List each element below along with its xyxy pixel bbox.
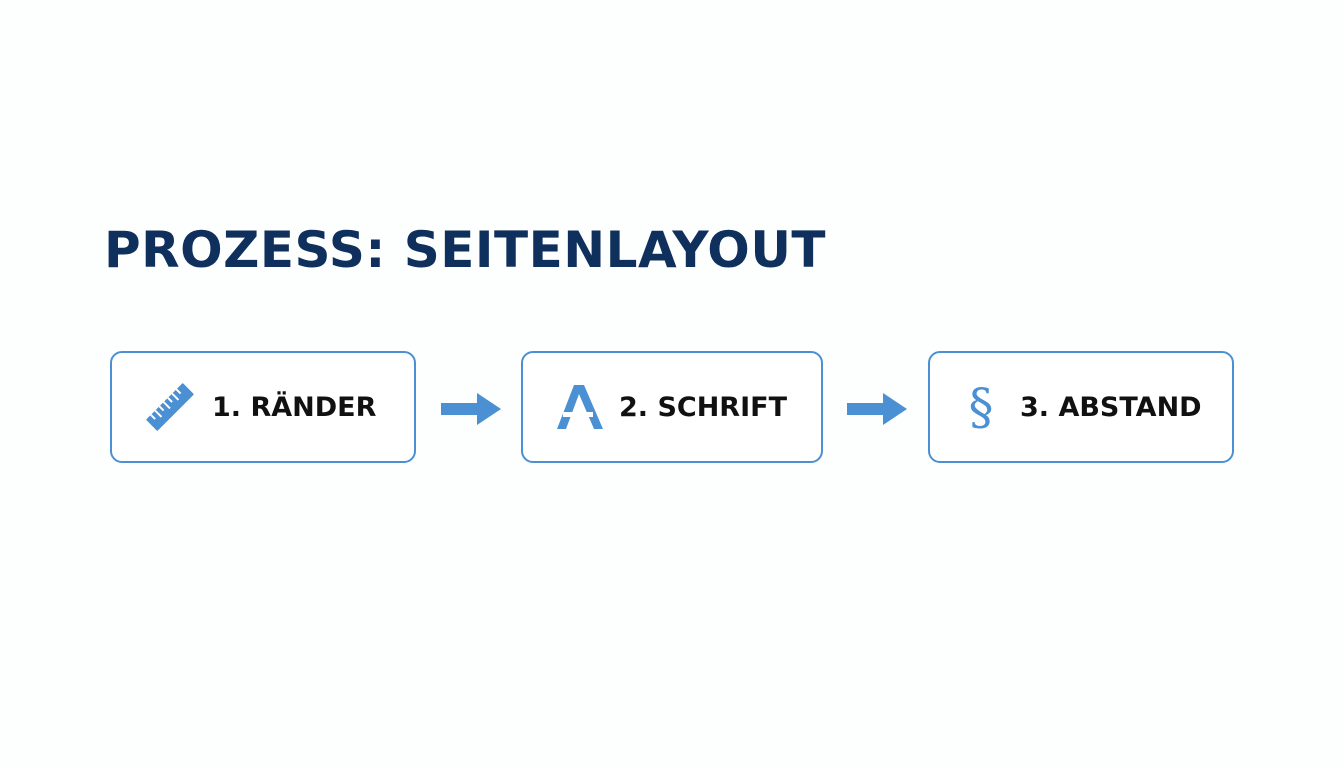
ruler-icon [142,379,198,435]
arrow-right-icon [441,393,501,425]
section-sign-icon: § [958,379,1004,435]
step-spacing: § 3. ABSTAND [928,351,1234,463]
arrow-right-icon [847,393,907,425]
section-sign-glyph: § [968,378,994,436]
diagram-title: PROZESS: SEITENLAYOUT [104,221,827,279]
letter-a-icon [551,379,607,435]
step-margins: 1. RÄNDER [110,351,416,463]
step-label-margins: 1. RÄNDER [212,391,377,423]
step-font: 2. SCHRIFT [521,351,823,463]
step-label-spacing: 3. ABSTAND [1020,391,1202,423]
step-label-font: 2. SCHRIFT [619,391,787,423]
